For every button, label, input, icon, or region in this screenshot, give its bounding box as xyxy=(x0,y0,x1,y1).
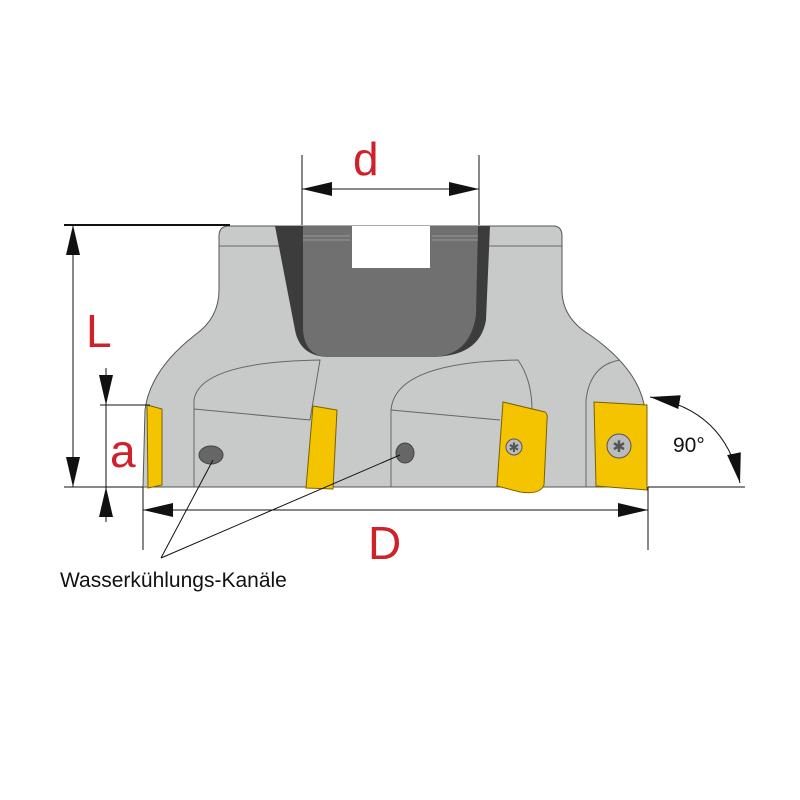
svg-text:✱: ✱ xyxy=(509,441,520,456)
dimension-D-label: D xyxy=(368,517,402,569)
coolant-channels-label: Wasserkühlungs-Kanäle xyxy=(60,569,287,592)
insert-1 xyxy=(146,404,163,489)
dimension-L-label: L xyxy=(86,305,112,357)
screw-icon-2 xyxy=(606,433,632,459)
keyway-notch xyxy=(352,226,430,268)
coolant-hole-1 xyxy=(198,445,224,465)
dimension-a-label: a xyxy=(110,425,136,477)
coolant-hole-2 xyxy=(395,442,415,464)
insert-2 xyxy=(305,405,338,490)
svg-text:✱: ✱ xyxy=(612,437,625,456)
screw-icon-1 xyxy=(505,438,523,456)
angle-label: 90° xyxy=(673,434,705,457)
dimension-d-label: d xyxy=(353,133,379,185)
